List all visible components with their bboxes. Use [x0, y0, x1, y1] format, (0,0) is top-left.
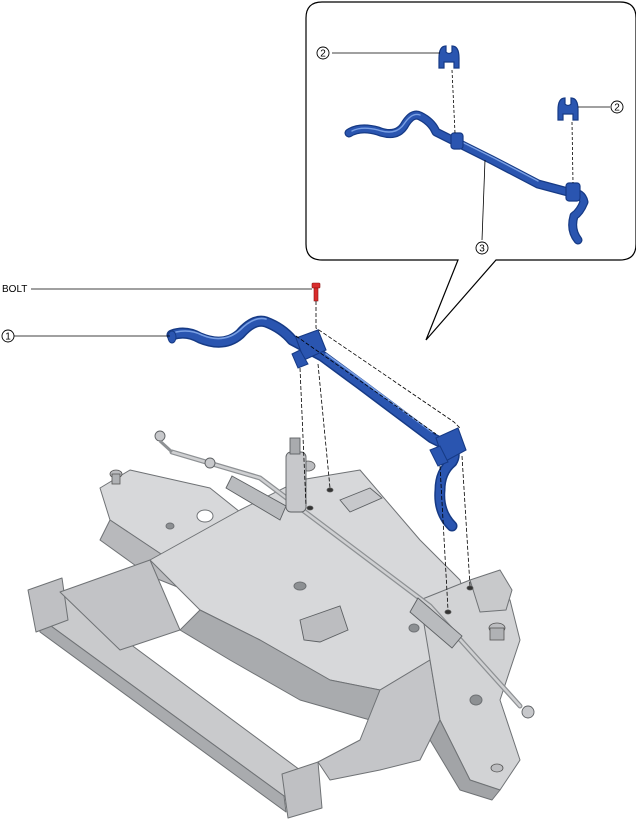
detail-stabilizer-bar — [344, 110, 589, 245]
svg-text:2: 2 — [614, 103, 620, 114]
callout-2-upper: 2 — [316, 46, 330, 60]
bolt-label: BOLT — [2, 284, 27, 295]
detail-bracket-right — [557, 97, 579, 121]
detail-bushing-left — [450, 132, 464, 150]
bolt-icon — [311, 282, 321, 302]
svg-text:1: 1 — [5, 332, 11, 343]
main-alignment-lines — [295, 301, 471, 611]
detail-callout-bubble — [305, 1, 636, 341]
svg-text:2: 2 — [320, 49, 326, 60]
callout-1: 1 — [1, 329, 170, 343]
stabilizer-bushing-right — [429, 427, 467, 467]
bolt-label-group: BOLT — [2, 284, 312, 295]
detail-bracket-upper — [438, 45, 460, 69]
stabilizer-bushing-left — [291, 329, 327, 369]
steering-rack — [154, 430, 535, 719]
callout-3: 3 — [475, 241, 489, 255]
detail-bushing-right — [565, 182, 581, 202]
callout-2-right: 2 — [610, 100, 624, 114]
svg-text:3: 3 — [479, 244, 485, 255]
detail-leader-lines — [332, 52, 610, 241]
